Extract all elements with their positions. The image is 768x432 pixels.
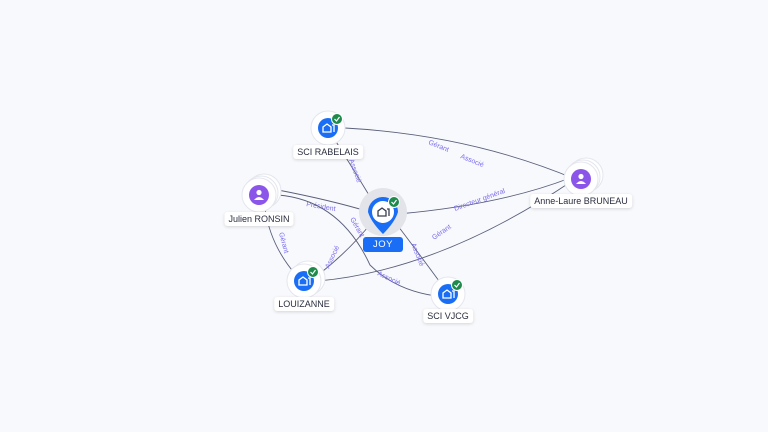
node-label-julien-ronsin[interactable]: Julien RONSIN (224, 212, 294, 226)
edge-rabelais-bruneau (344, 127, 576, 180)
building-icon (322, 123, 335, 133)
node-julien-ronsin[interactable] (241, 173, 282, 213)
building-icon (377, 207, 390, 217)
person-icon (254, 189, 264, 200)
edge-label: Associé (459, 153, 484, 169)
verified-badge-icon (331, 113, 343, 125)
edge-label: Directeur général (453, 188, 506, 213)
edge-label: Associé (409, 242, 425, 267)
building-icon (442, 289, 455, 299)
edge-label: Associé (376, 270, 401, 287)
edge-label: Associé (347, 158, 362, 184)
node-label-joy[interactable]: JOY (363, 237, 403, 252)
node-label-sci-rabelais[interactable]: SCI RABELAIS (293, 145, 363, 159)
person-icon (576, 173, 586, 184)
node-sci-vjcg[interactable] (430, 276, 466, 312)
edge-julien-vjcg (277, 194, 437, 297)
edge-label: Gérant (431, 224, 453, 242)
node-label-louizanne[interactable]: LOUIZANNE (274, 297, 334, 311)
building-icon (298, 276, 311, 286)
node-label-anne-laure-bruneau[interactable]: Anne-Laure BRUNEAU (530, 194, 632, 208)
verified-badge-icon (388, 196, 400, 208)
node-louizanne[interactable] (286, 260, 326, 299)
node-sci-rabelais[interactable] (310, 110, 346, 146)
node-label-sci-vjcg[interactable]: SCI VJCG (423, 309, 473, 323)
verified-badge-icon (451, 279, 463, 291)
node-anne-laure-bruneau[interactable] (563, 157, 604, 197)
node-joy[interactable] (359, 188, 407, 236)
verified-badge-icon (307, 266, 319, 278)
edge-bruneau-joy (397, 177, 571, 215)
edge-label: Gérant (427, 139, 450, 154)
